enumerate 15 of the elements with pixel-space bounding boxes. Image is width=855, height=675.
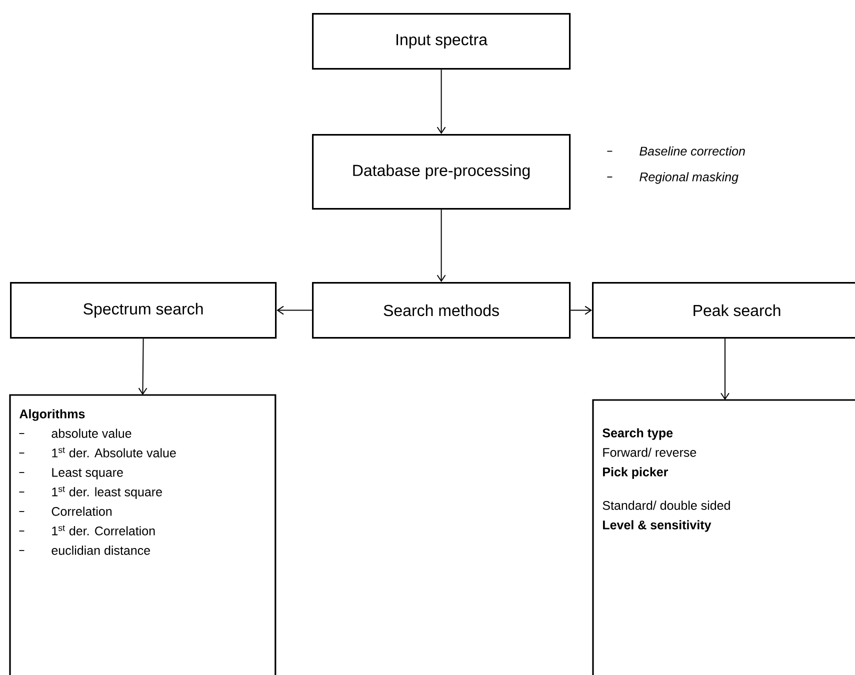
arrow <box>276 306 312 315</box>
arrow <box>138 338 148 395</box>
process-box: Search methods <box>312 282 571 339</box>
list-box: Algorithms absolute value 1$^{st}$ der. Absolute value Least square 1$^{st}$ der. least square Correlation 1$^{st}$ der. Correlation euclidian distance <box>9 394 276 675</box>
bullet-note: Regional masking <box>606 172 738 184</box>
process-box: Spectrum search <box>10 282 277 339</box>
arrow <box>436 69 446 134</box>
bullet-note: Baseline correction <box>606 146 745 156</box>
arrow <box>436 209 446 282</box>
arrow <box>720 338 730 400</box>
arrow <box>570 306 592 315</box>
list-box: Search type Forward/ reverse Pick picker Standard/ double sided Level & sensitivity <box>592 399 855 675</box>
process-box: Database pre-processing <box>312 134 571 210</box>
process-box: Input spectra <box>312 13 571 70</box>
process-box: Peak search <box>592 282 855 339</box>
